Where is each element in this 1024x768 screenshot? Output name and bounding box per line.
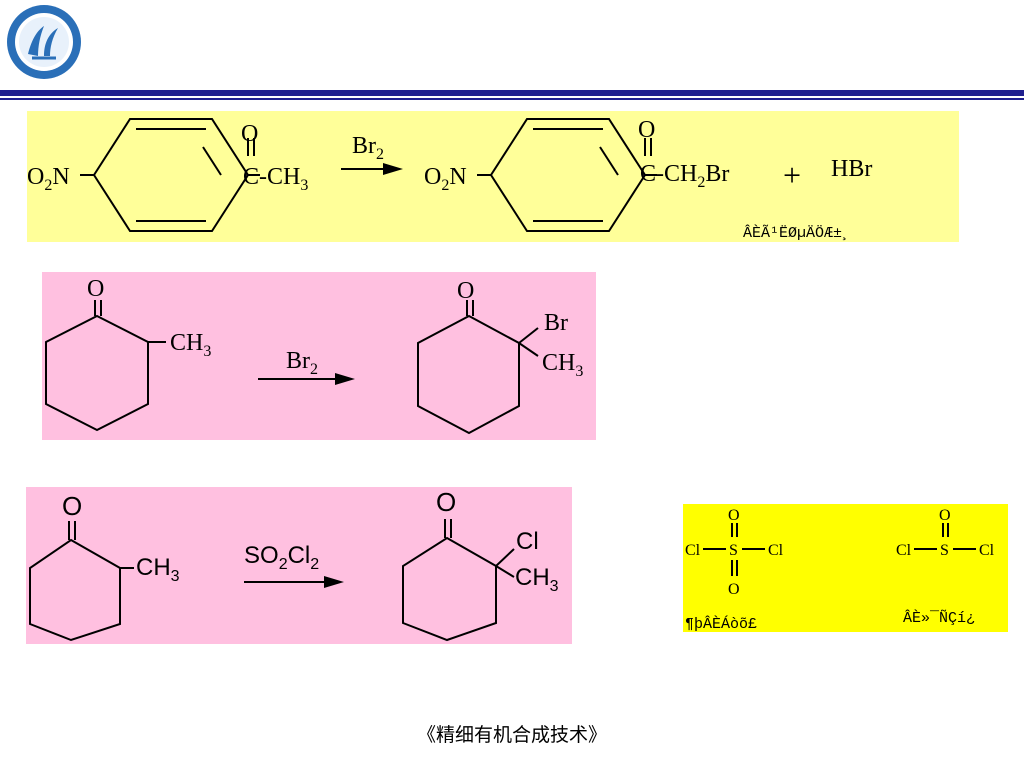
cyclohexanone-ring <box>45 314 149 432</box>
chloro-substituent-label: Cl <box>516 528 539 555</box>
reaction-1-note: ÂÈÃ¹ËØµÄÖÆ±¸ <box>743 224 851 242</box>
svg-text:S: S <box>940 542 949 559</box>
byproduct-label: HBr <box>831 156 872 182</box>
sulfuryl-chloride-caption: ¶þÂÈÁòõ£ <box>685 615 757 633</box>
reaction-arrow-icon <box>383 163 403 175</box>
product-methyl-label: CH3 <box>515 564 559 595</box>
svg-text:S: S <box>729 542 738 559</box>
thionyl-chloride-caption: ÂÈ»¯ÑÇí¿ <box>903 609 975 627</box>
reactant-oxygen-label: O <box>62 491 82 521</box>
footer-book-title: 《精细有机合成技术》 <box>416 724 607 746</box>
nitro-group-label: O2N <box>27 164 70 194</box>
svg-text:Cl: Cl <box>768 542 784 559</box>
product-nitro-label: O2N <box>424 164 467 194</box>
header-rule-thick <box>0 90 1024 96</box>
product-carbonyl-oxygen-label: O <box>638 117 655 143</box>
reaction-arrow-icon <box>335 373 355 385</box>
reagent-label: Br2 <box>352 133 384 163</box>
reagents-panel: O Cl S Cl O ¶þÂÈÁòõ£ O Cl S Cl ÂÈ»¯ÑÇí¿ <box>683 504 1008 633</box>
svg-text:Cl: Cl <box>896 542 912 559</box>
reaction-1-scheme: O2N O C-CH3 Br2 O2N O C-CH2Br + HBr ÂÈÃ¹… <box>27 117 872 242</box>
plus-sign: + <box>783 157 801 193</box>
reaction-panel-1: O2N O C-CH3 Br2 O2N O C-CH2Br + HBr ÂÈÃ¹… <box>27 111 959 242</box>
university-seal-icon <box>4 2 84 82</box>
benzene-ring <box>92 118 250 232</box>
svg-text:O: O <box>939 507 951 524</box>
svg-text:O: O <box>728 507 740 524</box>
header-rule-thin <box>0 98 1024 100</box>
reaction-panel-3: O CH3 SO2Cl2 O Cl CH3 <box>26 487 572 644</box>
cyclohexanone-ring <box>402 536 497 642</box>
reaction-arrow-icon <box>324 576 344 588</box>
acetyl-group-label: C-CH3 <box>243 164 308 194</box>
sulfuryl-chloride-structure: O Cl S Cl O <box>685 507 784 598</box>
product-methyl-label: CH3 <box>542 350 583 380</box>
cyclohexanone-ring <box>29 538 121 642</box>
thionyl-chloride-structure: O Cl S Cl <box>896 507 995 559</box>
product-oxygen-label: O <box>457 278 474 304</box>
reaction-panel-2: O CH3 Br2 O Br CH3 <box>42 272 596 440</box>
carbonyl-oxygen-label: O <box>241 121 258 147</box>
product-oxygen-label: O <box>436 487 456 517</box>
svg-text:Cl: Cl <box>979 542 995 559</box>
cyclohexanone-ring <box>417 314 520 435</box>
bromoacetyl-group-label: C-CH2Br <box>640 161 729 191</box>
bromo-substituent-label: Br <box>544 310 568 336</box>
svg-text:Cl: Cl <box>685 542 701 559</box>
reagent-label: Br2 <box>286 348 318 378</box>
reagent-structures: O Cl S Cl O ¶þÂÈÁòõ£ O Cl S Cl ÂÈ»¯ÑÇí¿ <box>685 507 995 633</box>
reaction-2-scheme: O CH3 Br2 O Br CH3 <box>45 276 583 435</box>
svg-text:O: O <box>728 581 740 598</box>
sulfuryl-chloride-label: SO2Cl2 <box>244 542 319 573</box>
reaction-3-scheme: O CH3 SO2Cl2 O Cl CH3 <box>29 487 559 642</box>
benzene-ring <box>489 118 647 232</box>
reactant-oxygen-label: O <box>87 276 104 302</box>
methyl-group-label: CH3 <box>136 554 180 585</box>
methyl-group-label: CH3 <box>170 330 211 360</box>
